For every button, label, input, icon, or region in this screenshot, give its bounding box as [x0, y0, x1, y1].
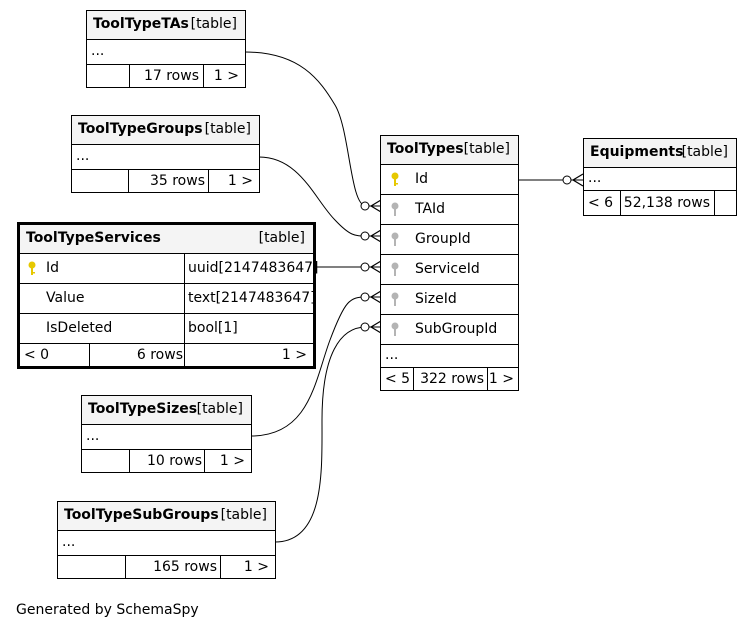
- parents-link[interactable]: < 6: [588, 195, 614, 211]
- ellipsis-text: ...: [91, 43, 105, 59]
- children-link[interactable]: 1 >: [243, 559, 269, 575]
- table-name[interactable]: ToolTypeSizes: [88, 401, 198, 417]
- ellipsis-text: ...: [86, 428, 100, 444]
- table-type: [table]: [463, 141, 510, 157]
- table-footer-row: 17 rows 1 >: [87, 65, 245, 87]
- column-name: TAId: [415, 201, 446, 217]
- foreign-key-icon: [391, 292, 399, 306]
- column-row: Id: [381, 165, 518, 195]
- column-name: IsDeleted: [46, 320, 113, 336]
- table-type: [table]: [204, 121, 251, 137]
- ellipsis-text: ...: [62, 534, 76, 550]
- table-equipments[interactable]: Equipments [table] ... < 6 52,138 rows: [583, 138, 737, 216]
- ellipsis-text: ...: [76, 148, 90, 164]
- table-row: ...: [381, 345, 518, 368]
- children-link[interactable]: 1 >: [227, 173, 253, 189]
- row-count: 165 rows: [153, 559, 217, 575]
- table-row: ...: [72, 145, 259, 170]
- footer-credit: Generated by SchemaSpy: [16, 602, 199, 618]
- table-row: ...: [58, 531, 275, 556]
- row-count: 6 rows: [136, 347, 183, 363]
- table-tooltypesizes[interactable]: ToolTypeSizes [table] ... 10 rows 1 >: [81, 395, 252, 473]
- table-row: ...: [87, 40, 245, 65]
- table-header: ToolTypeGroups [table]: [72, 116, 259, 145]
- row-count: 322 rows: [420, 371, 484, 387]
- table-type: [table]: [190, 16, 237, 32]
- column-name: SubGroupId: [415, 321, 498, 337]
- table-header: ToolTypeSizes [table]: [82, 396, 251, 425]
- children-link[interactable]: 1 >: [488, 371, 514, 387]
- table-name[interactable]: Equipments: [590, 144, 684, 160]
- foreign-key-icon: [391, 322, 399, 336]
- table-footer-row: < 6 52,138 rows: [584, 191, 736, 215]
- column-name: GroupId: [415, 231, 471, 247]
- edge-tooltypegroups-to-tooltypes: [258, 156, 382, 237]
- column-row: IsDeleted bool[1]: [20, 314, 313, 344]
- table-header: ToolTypeServices [table]: [20, 225, 313, 254]
- column-type: uuid[2147483647]: [188, 260, 319, 276]
- edge-tooltypesizes-to-tooltypes: [250, 296, 382, 437]
- table-footer-row: 10 rows 1 >: [82, 450, 251, 472]
- column-name: ServiceId: [415, 261, 480, 277]
- foreign-key-icon: [391, 262, 399, 276]
- foreign-key-icon: [391, 232, 399, 246]
- table-name[interactable]: ToolTypeTAs: [93, 16, 189, 32]
- table-header: ToolTypeTAs [table]: [87, 11, 245, 40]
- column-name: Id: [415, 171, 429, 187]
- table-tooltypeservices[interactable]: ToolTypeServices [table] Id uuid[2147483…: [17, 222, 319, 369]
- parents-link[interactable]: < 5: [385, 371, 411, 387]
- table-tooltypesubgroups[interactable]: ToolTypeSubGroups [table] ... 165 rows 1…: [57, 501, 276, 579]
- ellipsis-text: ...: [385, 347, 399, 363]
- table-row: ...: [584, 168, 736, 191]
- column-row: ServiceId: [381, 255, 518, 285]
- table-row: ...: [82, 425, 251, 450]
- children-link[interactable]: 1 >: [281, 347, 307, 363]
- row-count: 52,138 rows: [623, 195, 710, 211]
- table-header: ToolTypeSubGroups [table]: [58, 502, 275, 531]
- column-row: GroupId: [381, 225, 518, 255]
- column-type: bool[1]: [188, 320, 238, 336]
- edge-tooltypetas-to-tooltypes: [244, 51, 382, 207]
- edge-tooltypesubgroups-to-tooltypes: [274, 326, 382, 543]
- table-name[interactable]: ToolTypes: [387, 141, 464, 157]
- table-tooltypegroups[interactable]: ToolTypeGroups [table] ... 35 rows 1 >: [71, 115, 260, 193]
- children-link[interactable]: 1 >: [213, 68, 239, 84]
- column-row: SubGroupId: [381, 315, 518, 345]
- table-footer-row: 35 rows 1 >: [72, 170, 259, 192]
- table-header: Equipments [table]: [584, 139, 736, 168]
- column-row: TAId: [381, 195, 518, 225]
- column-row: Value text[2147483647]: [20, 284, 316, 314]
- children-link[interactable]: 1 >: [219, 453, 245, 469]
- table-name[interactable]: ToolTypeServices: [26, 230, 161, 246]
- column-name: SizeId: [415, 291, 457, 307]
- table-tooltypetas[interactable]: ToolTypeTAs [table] ... 17 rows 1 >: [86, 10, 246, 88]
- table-type: [table]: [681, 144, 728, 160]
- row-count: 17 rows: [143, 68, 199, 84]
- table-type: [table]: [196, 401, 243, 417]
- table-footer-row: < 0 6 rows 1 >: [20, 344, 313, 366]
- table-type: [table]: [220, 507, 267, 523]
- table-tooltypes[interactable]: ToolTypes [table] Id TAId GroupId Servic…: [380, 135, 519, 391]
- column-row: Id uuid[2147483647]: [20, 254, 319, 284]
- row-count: 35 rows: [149, 173, 205, 189]
- table-footer-row: 165 rows 1 >: [58, 556, 275, 578]
- row-count: 10 rows: [146, 453, 202, 469]
- column-type: text[2147483647]: [188, 290, 316, 306]
- table-name[interactable]: ToolTypeGroups: [78, 121, 203, 137]
- column-name: Value: [46, 290, 85, 306]
- table-name[interactable]: ToolTypeSubGroups: [64, 507, 219, 523]
- table-type: [table]: [258, 230, 305, 246]
- foreign-key-icon: [391, 202, 399, 216]
- primary-key-icon: [28, 261, 36, 275]
- parents-link[interactable]: < 0: [24, 347, 50, 363]
- table-footer-row: < 5 322 rows 1 >: [381, 368, 518, 390]
- primary-key-icon: [391, 172, 399, 186]
- column-row: SizeId: [381, 285, 518, 315]
- column-name: Id: [46, 260, 60, 276]
- ellipsis-text: ...: [588, 170, 602, 186]
- table-header: ToolTypes [table]: [381, 136, 518, 165]
